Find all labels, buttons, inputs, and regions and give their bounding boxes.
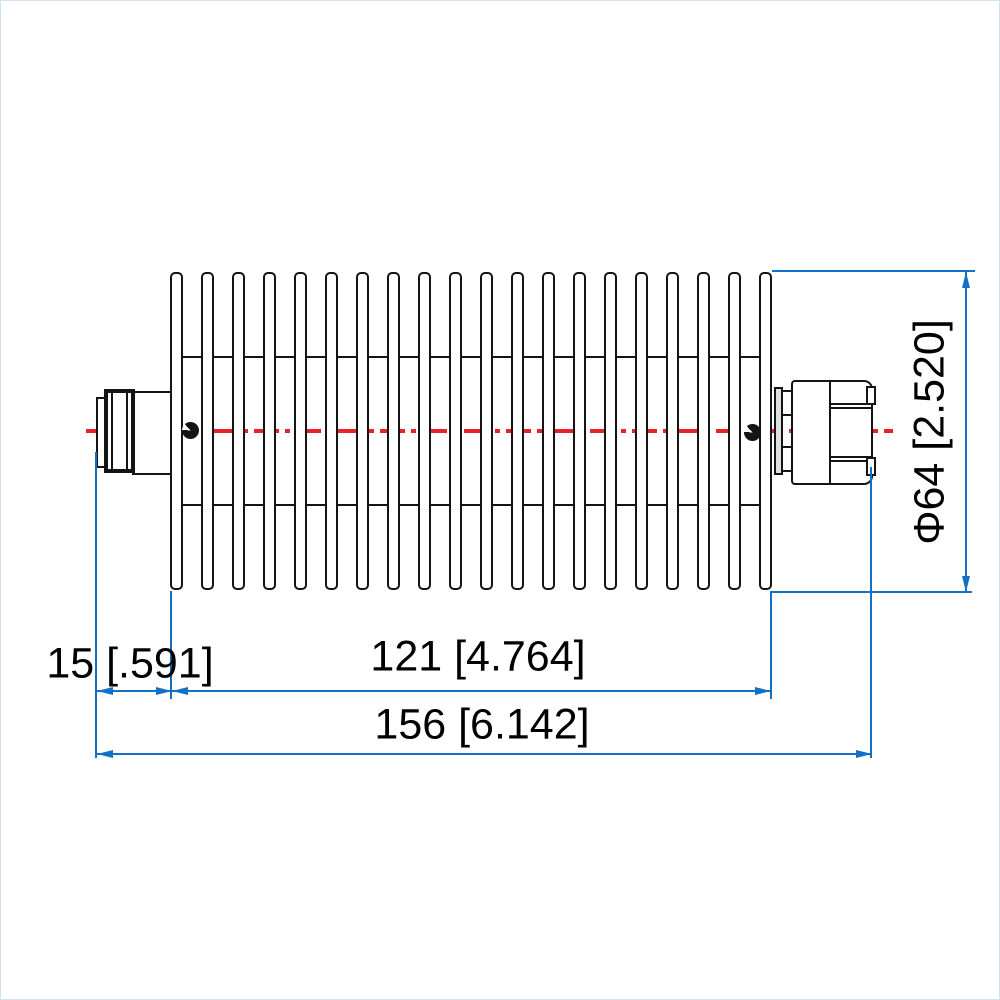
dim-arrow-icon: [962, 272, 970, 288]
extension-line-diameter-bottom: [772, 591, 972, 593]
dim-arrow-icon: [856, 750, 872, 758]
dimension-line-diameter: [965, 271, 967, 593]
heatsink-fin: [480, 272, 493, 590]
dimension-label-156: 156 [6.142]: [374, 700, 590, 749]
heatsink-fin: [728, 272, 741, 590]
right-connector-flange: [774, 387, 783, 475]
left-connector-nut: [104, 389, 135, 473]
right-connector-step-line: [781, 390, 793, 392]
right-nut-flat-line: [831, 403, 871, 405]
right-nut-flat-line: [831, 460, 871, 462]
right-nut-flat-line: [831, 407, 871, 409]
heatsink-fin: [666, 272, 679, 590]
set-screw-left-icon: [182, 422, 199, 439]
dimension-line-156: [97, 753, 872, 755]
heatsink-fin: [604, 272, 617, 590]
dim-arrow-icon: [755, 687, 771, 695]
dimension-line-15-121: [97, 690, 771, 692]
left-connector-body: [132, 391, 174, 475]
right-connector-nut: [829, 380, 873, 485]
right-connector-step-line: [781, 414, 793, 416]
dim-arrow-icon: [156, 687, 172, 695]
right-nut-flat-line: [831, 456, 871, 458]
dim-arrow-icon: [962, 576, 970, 592]
right-connector-body: [791, 380, 831, 485]
extension-line-heatsink-right: [770, 591, 772, 699]
dim-arrow-icon: [97, 687, 113, 695]
heatsink-fin: [697, 272, 710, 590]
heatsink-fin: [449, 272, 462, 590]
dimension-label-diameter: Φ64 [2.520]: [905, 319, 954, 545]
heatsink-core-top-edge: [170, 356, 772, 358]
set-screw-right-icon: [744, 424, 761, 441]
extension-line-left: [95, 452, 97, 758]
dimension-label-15: 15 [.591]: [46, 639, 214, 688]
heatsink-fin: [635, 272, 648, 590]
heatsink-fin: [356, 272, 369, 590]
left-nut-flat-line: [126, 393, 128, 469]
heatsink-fin: [387, 272, 400, 590]
dimension-label-121: 121 [4.764]: [370, 632, 586, 681]
heatsink-fin: [325, 272, 338, 590]
extension-line-heatsink-left: [170, 591, 172, 699]
dim-arrow-icon: [172, 687, 188, 695]
heatsink-fin: [511, 272, 524, 590]
heatsink-fin: [263, 272, 276, 590]
heatsink-core-bottom-edge: [170, 504, 772, 506]
heatsink-fin: [294, 272, 307, 590]
dim-arrow-icon: [97, 750, 113, 758]
right-nut-chamfer-tab: [866, 386, 876, 405]
heatsink-fins: [170, 272, 772, 590]
left-nut-flat-line: [111, 393, 113, 469]
extension-line-diameter-top: [772, 270, 975, 272]
heatsink-fin: [542, 272, 555, 590]
right-connector-step-line: [781, 446, 793, 448]
extension-line-right: [870, 467, 872, 758]
heatsink-fin: [201, 272, 214, 590]
heatsink-fin: [418, 272, 431, 590]
heatsink-fin: [232, 272, 245, 590]
right-connector-step-line: [781, 470, 793, 472]
heatsink-fin: [573, 272, 586, 590]
